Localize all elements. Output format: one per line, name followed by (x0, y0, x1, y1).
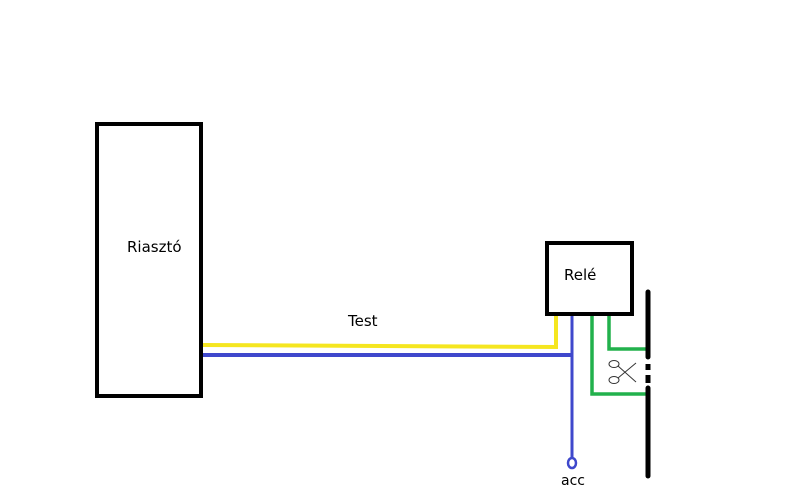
relay-box (545, 241, 634, 316)
green-wire-lower (590, 316, 647, 396)
alarm-box-label: Riasztó (127, 238, 182, 256)
yellow-wire (202, 316, 558, 350)
relay-box-label: Relé (564, 266, 596, 284)
acc-terminal (566, 456, 578, 470)
scissors-icon (608, 360, 637, 384)
wire-label: Test (347, 312, 378, 330)
alarm-box (95, 122, 203, 398)
acc-label: acc (561, 473, 585, 489)
green-wire-upper (607, 316, 647, 351)
